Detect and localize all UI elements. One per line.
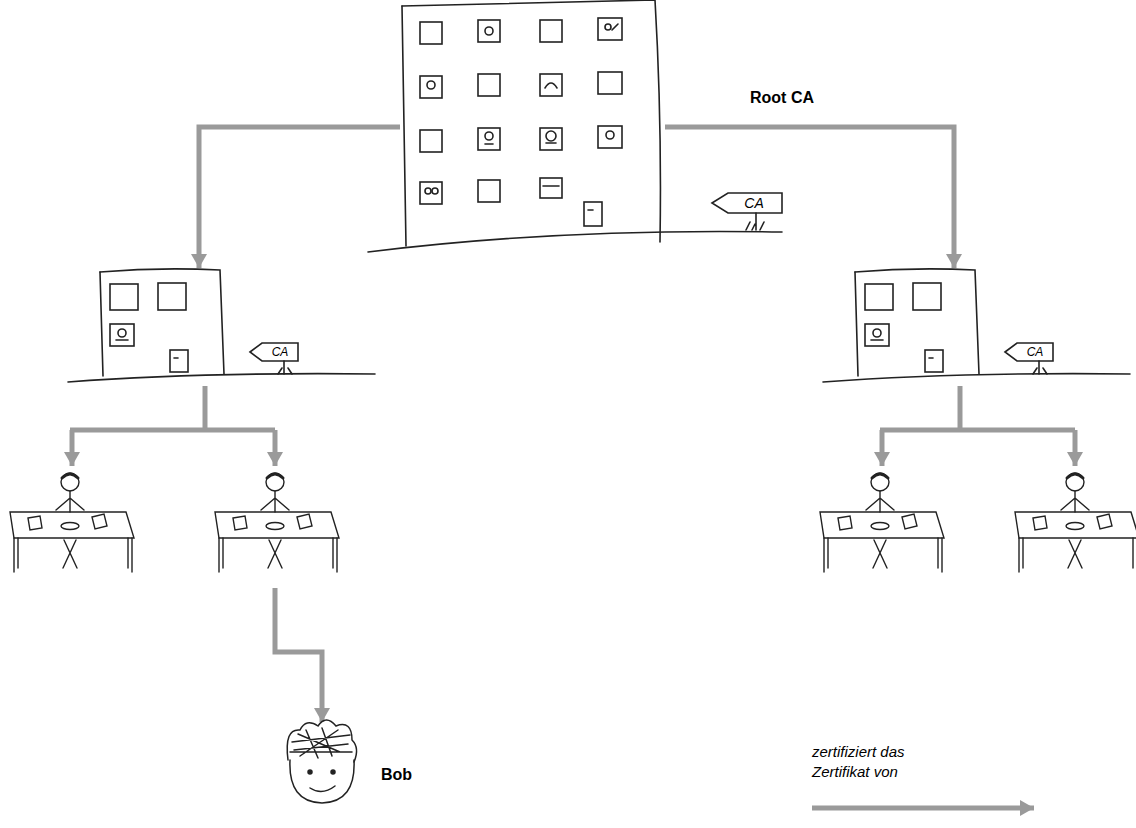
certifies-arrow [665, 127, 954, 268]
person-node: Bob [285, 733, 357, 805]
ca-building: Root CACA [400, 2, 665, 252]
certifies-arrow [199, 127, 400, 268]
ca-sign-text: CA [727, 194, 781, 213]
ca-building: CA [850, 268, 980, 380]
ca-sign-text: CA [262, 343, 298, 361]
ca-sign-text: CA [1017, 343, 1053, 361]
node-label: Bob [381, 765, 412, 785]
legend-text: zertifiziert das Zertifikat von [812, 742, 952, 782]
node-label: Root CA [750, 88, 814, 108]
ca-building: CA [95, 268, 225, 380]
